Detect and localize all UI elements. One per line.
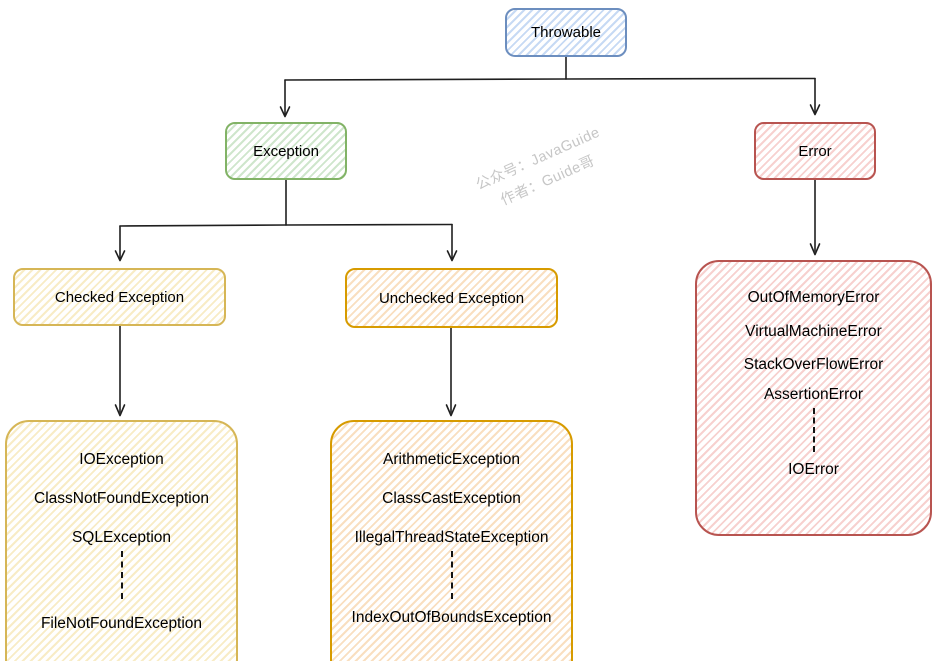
- list-item: ClassNotFoundException: [34, 490, 209, 507]
- connector-top-branch: [284, 77, 816, 81]
- node-error-label: Error: [798, 142, 832, 160]
- ellipsis-dotted-line: [812, 408, 815, 452]
- list-item: IOError: [788, 461, 839, 478]
- list-item: ClassCastException: [382, 490, 521, 507]
- node-unchecked-exception-label: Unchecked Exception: [378, 289, 525, 307]
- arrowhead-checked-list: [114, 404, 126, 417]
- node-checked-exception-label: Checked Exception: [54, 288, 185, 306]
- arrowhead-unchecked: [446, 250, 458, 262]
- node-throwable-label: Throwable: [530, 24, 602, 41]
- list-item: VirtualMachineError: [745, 323, 882, 340]
- ellipsis-dotted-line: [450, 551, 453, 599]
- arrowhead-unchecked-list: [445, 404, 457, 417]
- list-item: AssertionError: [763, 386, 864, 403]
- list-item: IllegalThreadStateException: [354, 529, 549, 546]
- node-checked-exception: Checked Exception: [13, 268, 226, 326]
- watermark: 公众号：JavaGuide 作者：Guide哥: [446, 109, 639, 230]
- list-item: OutOfMemoryError: [747, 289, 880, 306]
- node-throwable: Throwable: [505, 8, 627, 57]
- arrowhead-exception: [279, 106, 291, 118]
- arrowhead-error: [809, 104, 821, 116]
- list-item: IndexOutOfBoundsException: [351, 609, 552, 626]
- ellipsis-dotted-line: [120, 551, 123, 599]
- list-item: SQLException: [71, 529, 172, 546]
- arrowhead-error-list: [809, 243, 821, 256]
- arrowhead-checked: [114, 250, 126, 262]
- node-exception-label: Exception: [253, 142, 319, 160]
- node-unchecked-exception: Unchecked Exception: [345, 268, 558, 328]
- list-item: IOException: [79, 451, 164, 468]
- unchecked-examples-list: ArithmeticException ClassCastException I…: [330, 420, 573, 661]
- list-item: ArithmeticException: [383, 451, 520, 468]
- node-error: Error: [754, 122, 876, 180]
- node-exception: Exception: [225, 122, 347, 180]
- list-item: FileNotFoundException: [40, 615, 203, 632]
- list-item: StackOverFlowError: [743, 356, 884, 373]
- checked-examples-list: IOException ClassNotFoundException SQLEx…: [5, 420, 238, 661]
- error-examples-list: OutOfMemoryError VirtualMachineError Sta…: [695, 260, 932, 536]
- connector-mid-branch: [119, 223, 453, 227]
